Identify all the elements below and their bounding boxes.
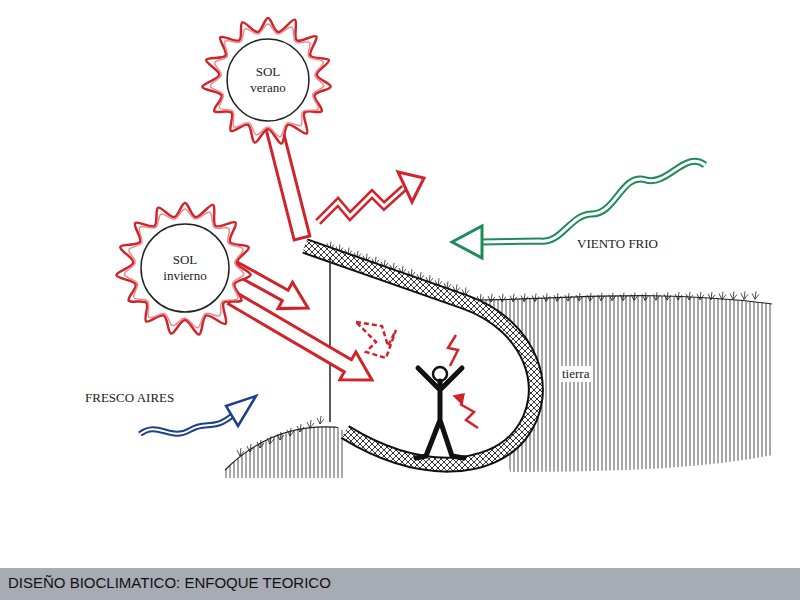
wind-arrow-head [452, 226, 482, 258]
grass-tuft [287, 428, 294, 436]
grass-tuft [543, 293, 550, 301]
glazing-line [329, 258, 331, 422]
sun-label: SOL verano [237, 64, 299, 97]
grass-tuft [598, 293, 605, 301]
sun-label: SOL invierno [154, 252, 216, 285]
absorbed-ray [356, 322, 396, 358]
grass-tuft [277, 432, 284, 440]
sun-flames-inner [210, 24, 323, 137]
grass-tuft [730, 291, 737, 299]
reflected-ray [318, 188, 404, 222]
grass-tuft [675, 292, 682, 300]
grass-tuft [642, 292, 649, 300]
person-figure [416, 367, 464, 458]
grass-tuft [686, 292, 693, 300]
reflected-ray-core [318, 188, 404, 222]
grass-tuft [653, 292, 660, 300]
wind-arrow [480, 161, 705, 242]
grass-tuft [631, 292, 638, 300]
grass-tuft [510, 294, 517, 302]
grass-tuft [587, 293, 594, 301]
grass-tuft [620, 293, 627, 301]
grass-tuft [297, 424, 304, 432]
air-arrow-head [226, 396, 256, 426]
ground-line [225, 427, 345, 470]
summer-ray [264, 118, 310, 240]
heat-zigzag [448, 335, 458, 366]
grass-tuft [307, 420, 314, 428]
caption: DISEÑO BIOCLIMATICO: ENFOQUE TEORICO [8, 574, 331, 591]
person-body [416, 368, 464, 458]
caption-bar [0, 568, 800, 600]
air-arrow [140, 414, 234, 434]
heat-zigzag-head [454, 394, 464, 404]
grass-tuft [664, 292, 671, 300]
grass-tuft [257, 440, 264, 448]
reflected-ray-head [398, 172, 424, 202]
grass-tuft [247, 444, 254, 452]
sun-flames [116, 203, 250, 335]
grass-tuft [521, 294, 528, 302]
air-arrow-core [140, 414, 234, 434]
grass-tuft [741, 291, 748, 299]
grass-tuft [609, 293, 616, 301]
sun-flames-inner [124, 209, 243, 328]
sun-flames [202, 18, 330, 144]
ground-hatch [225, 427, 345, 478]
grass-tuft [317, 416, 324, 424]
sun-circle: SOL invierno [140, 223, 230, 313]
annotation-label: tierra [560, 366, 591, 382]
grass-tuft [752, 291, 759, 299]
sun-disc [141, 224, 229, 312]
grass-tuft [499, 294, 506, 302]
grass-tuft [532, 293, 539, 301]
grass-tuft [708, 292, 715, 300]
heat-zigzag [460, 404, 478, 428]
sun-disc [227, 39, 309, 121]
grass-tuft [267, 436, 274, 444]
annotation-label: VIENTO FRIO [577, 236, 658, 252]
annotation-label: FRESCO AIRES [85, 390, 174, 406]
sun-circle: SOL verano [226, 38, 310, 122]
grass-tuft [554, 293, 561, 301]
grass-tuft [719, 292, 726, 300]
grass-tuft [565, 293, 572, 301]
grass-tuft [697, 292, 704, 300]
grass-tuft [488, 294, 495, 302]
wind-arrow-core [480, 161, 705, 242]
grass-tuft [237, 448, 244, 456]
grass-tuft [576, 293, 583, 301]
